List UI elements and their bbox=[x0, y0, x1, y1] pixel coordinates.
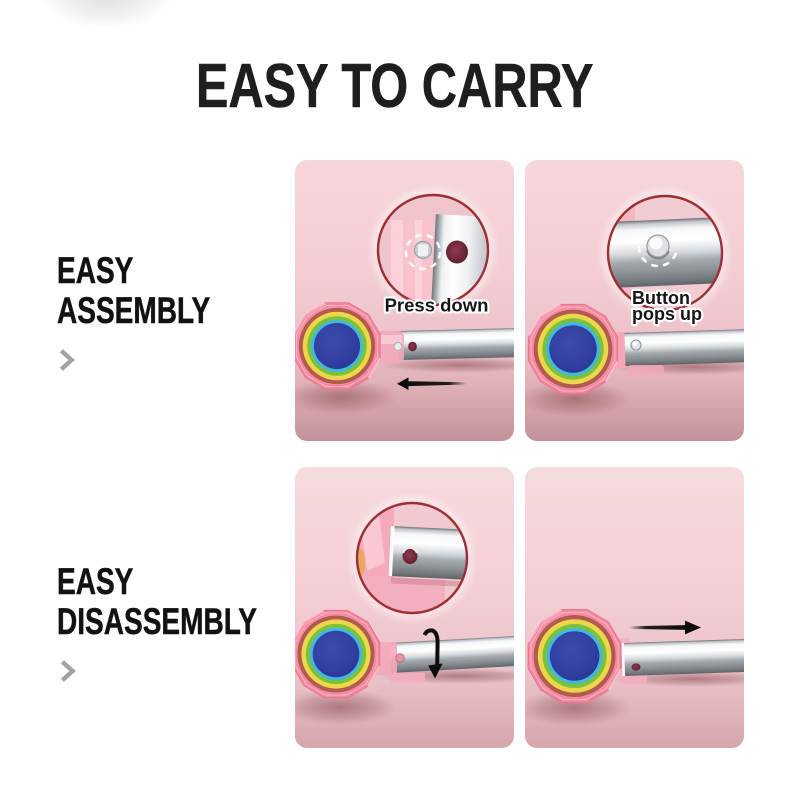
svg-text:Button: Button bbox=[632, 288, 690, 308]
svg-text:Press down: Press down bbox=[385, 295, 489, 316]
svg-text:Button: Button bbox=[632, 288, 690, 308]
svg-text:Press down: Press down bbox=[385, 295, 489, 316]
svg-text:pops up: pops up bbox=[632, 304, 702, 324]
svg-text:pops up: pops up bbox=[632, 304, 702, 324]
